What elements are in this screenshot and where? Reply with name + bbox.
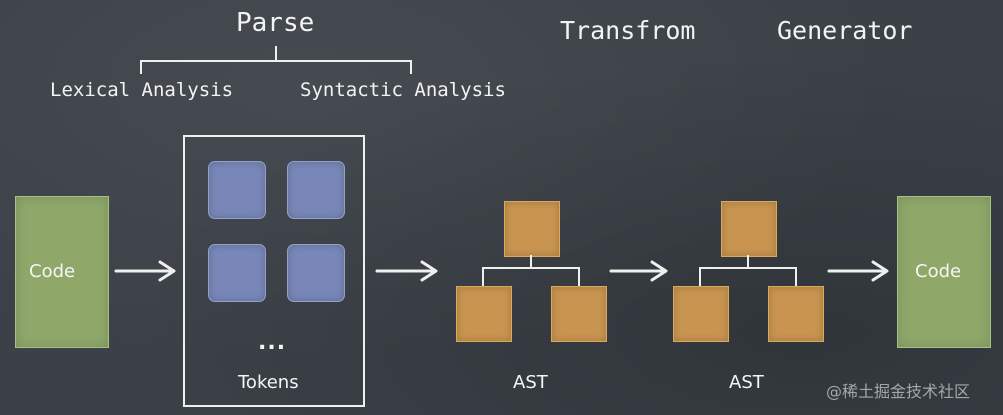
ast-1-child-node <box>456 286 512 342</box>
ast-2-root-node <box>721 201 777 257</box>
ast-2-connector <box>747 255 749 268</box>
ast-1-root-node <box>504 201 560 257</box>
lexical-analysis-label: Lexical Analysis <box>50 79 234 101</box>
arrow-right-icon <box>609 260 668 282</box>
parse-brace-left <box>140 60 142 74</box>
parse-brace-top <box>140 60 412 62</box>
transform-title: Transfrom <box>560 16 696 45</box>
generator-title: Generator <box>777 16 913 45</box>
arrow-right-icon <box>114 260 176 282</box>
watermark: @稀土掘金技术社区 <box>826 382 971 401</box>
token <box>287 244 345 302</box>
tokens-ellipsis: ... <box>258 330 287 355</box>
output-code-block <box>897 196 991 348</box>
parse-brace-center <box>275 46 277 60</box>
token <box>208 161 266 219</box>
ast-2-label: AST <box>729 372 764 393</box>
ast-2-connector <box>699 267 701 286</box>
ast-1-child-node <box>551 286 607 342</box>
token <box>208 244 266 302</box>
ast-1-connector <box>530 255 532 268</box>
arrow-right-icon <box>375 260 438 282</box>
tokens-frame <box>183 135 365 407</box>
syntactic-analysis-label: Syntactic Analysis <box>300 79 506 101</box>
ast-1-connector <box>482 267 580 269</box>
ast-2-connector <box>699 267 797 269</box>
arrow-right-icon <box>827 260 889 282</box>
ast-1-connector <box>482 267 484 286</box>
output-code-label: Code <box>915 261 962 282</box>
input-code-block <box>15 196 109 348</box>
ast-1-connector <box>578 267 580 286</box>
parse-brace-right <box>410 60 412 74</box>
ast-1-label: AST <box>513 372 548 393</box>
input-code-label: Code <box>29 261 76 282</box>
parse-title: Parse <box>236 8 315 38</box>
ast-2-child-node <box>768 286 824 342</box>
token <box>287 161 345 219</box>
ast-2-child-node <box>673 286 729 342</box>
ast-2-connector <box>795 267 797 286</box>
tokens-label: Tokens <box>238 372 299 393</box>
